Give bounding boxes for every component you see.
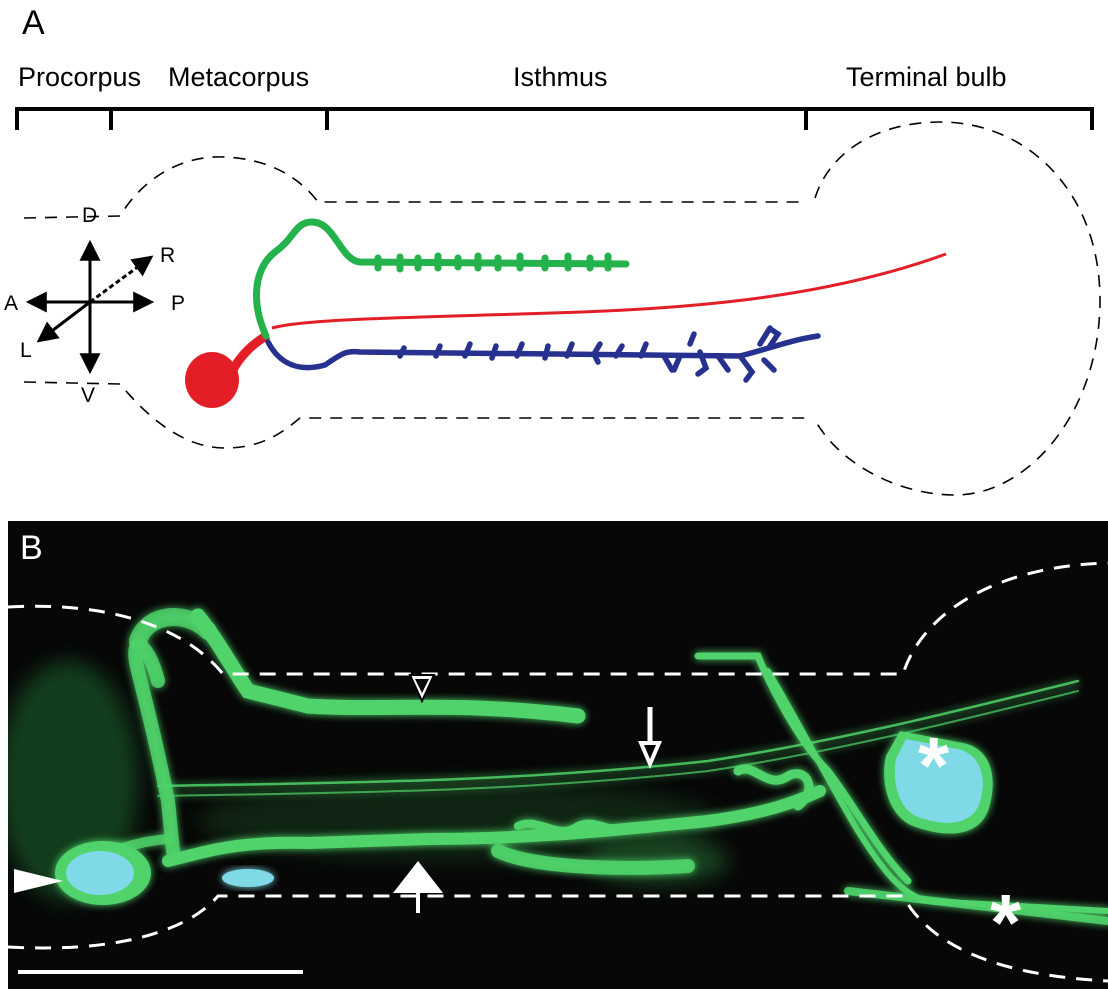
axis-label-anterior: A	[4, 292, 18, 315]
panel-a-schematic: A Procorpus Metacorpus Isthmus Terminal …	[4, 4, 1101, 496]
asterisk-marker-process: *	[990, 878, 1022, 967]
arrowhead-marker	[14, 869, 63, 893]
axis-label-right: R	[160, 244, 175, 267]
panel-b-label: B	[20, 529, 43, 567]
red-neuron	[185, 252, 947, 408]
axis-label-ventral: V	[81, 384, 95, 407]
pharynx-outline	[23, 121, 1101, 496]
asterisk-marker-cell-body: *	[918, 721, 950, 810]
cell-bodies	[55, 731, 993, 905]
region-label-terminal-bulb: Terminal bulb	[846, 62, 1007, 92]
axis-label-posterior: P	[171, 292, 185, 315]
annotation-markers	[14, 674, 662, 974]
panel-a-label: A	[22, 4, 45, 42]
orientation-compass	[25, 239, 155, 375]
region-label-procorpus: Procorpus	[18, 62, 142, 92]
axis-label-dorsal: D	[82, 204, 97, 227]
region-label-metacorpus: Metacorpus	[168, 62, 310, 92]
blue-neuron	[265, 325, 821, 383]
neurite-network	[63, 608, 1108, 925]
fluorescence-image	[8, 561, 1108, 983]
axis-label-left: L	[20, 339, 32, 362]
green-neuron	[253, 218, 630, 340]
region-scale-bar	[15, 107, 1094, 130]
pharynx-outline-overlay	[8, 561, 1108, 983]
solid-arrow-marker	[393, 861, 443, 893]
panel-b-micrograph: B * *	[8, 521, 1108, 989]
region-label-isthmus: Isthmus	[513, 62, 608, 92]
pharynx-schematic: D V A P R L	[4, 107, 1101, 496]
